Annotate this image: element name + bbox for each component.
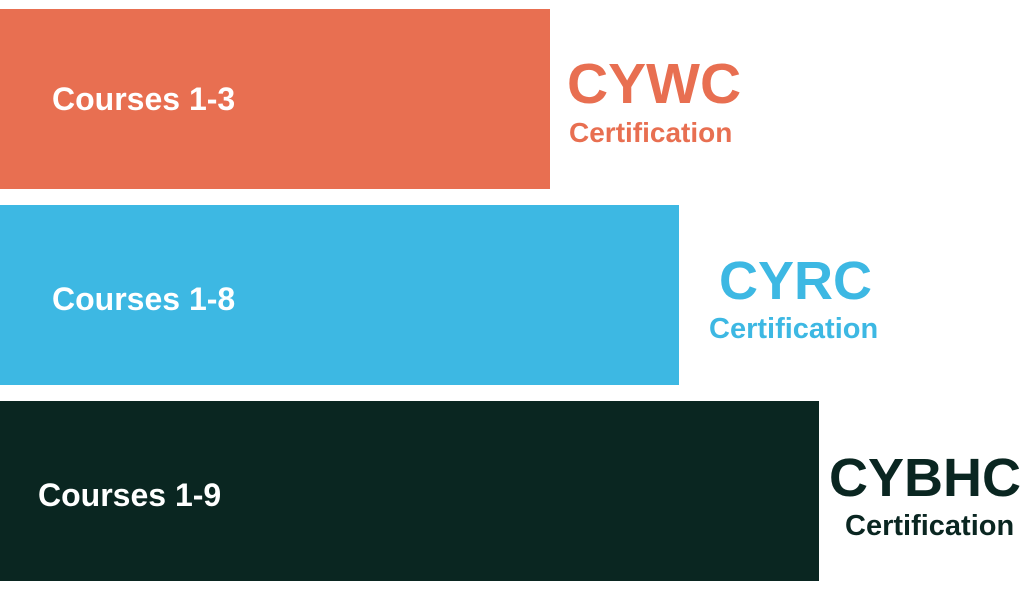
tier1-courses-label: Courses 1-3	[52, 81, 236, 117]
tier2-cert-subtitle: Certification	[709, 313, 879, 345]
tier2-bar: Courses 1-8	[0, 205, 679, 385]
tier1-cert-subtitle: Certification	[569, 117, 733, 148]
tier2-cert-code: CYRC	[719, 251, 873, 311]
tier1-bar: Courses 1-3	[0, 9, 550, 189]
tier1-cert-code: CYWC	[567, 52, 742, 116]
tier3-cert-code: CYBHC	[829, 448, 1022, 508]
tier2-courses-label: Courses 1-8	[52, 281, 236, 317]
tier3-courses-label: Courses 1-9	[38, 477, 222, 513]
tier3-cert-subtitle: Certification	[845, 510, 1015, 542]
tier3-bar: Courses 1-9	[0, 401, 819, 581]
